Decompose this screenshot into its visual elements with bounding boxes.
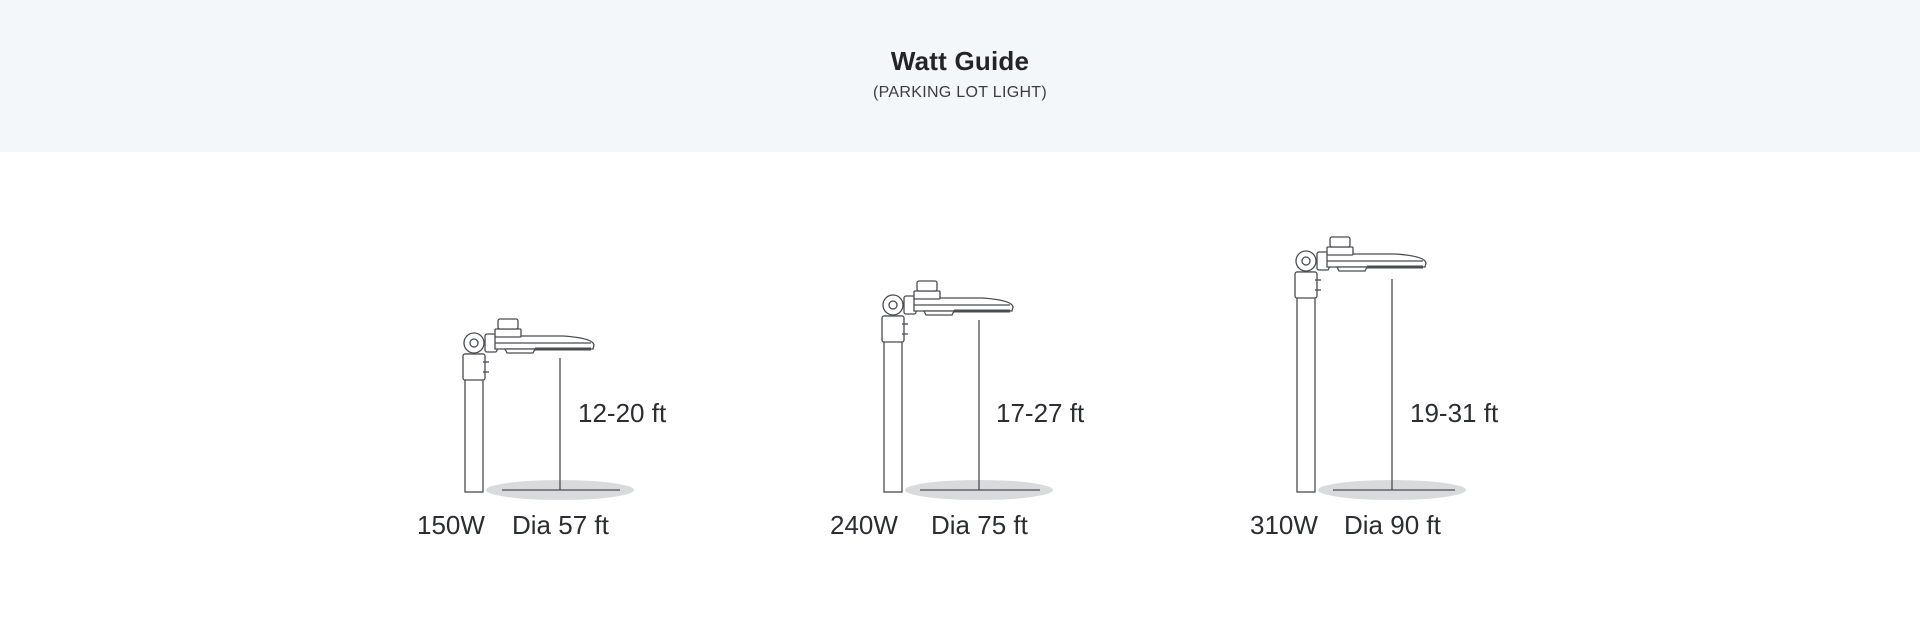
height-label: 17-27 ft [996,398,1085,428]
diameter-label: Dia 90 ft [1344,510,1442,540]
page-title: Watt Guide [890,46,1030,76]
watt-label: 240W [830,510,898,540]
diameter-label: Dia 57 ft [512,510,610,540]
light-unit-150w: 12-20 ft 150W Dia 57 ft [417,318,667,540]
light-unit-310w: 19-31 ft 310W Dia 90 ft [1250,236,1499,540]
watt-label: 150W [417,510,485,540]
watt-label: 310W [1250,510,1318,540]
height-label: 19-31 ft [1410,398,1499,428]
height-label: 12-20 ft [578,398,667,428]
street-light-icon [462,318,595,493]
diameter-label: Dia 75 ft [931,510,1029,540]
street-light-icon [881,280,1014,493]
header-band: Watt Guide (PARKING LOT LIGHT) [0,0,1920,152]
street-light-icon [1294,236,1427,493]
page-subtitle: (PARKING LOT LIGHT) [872,84,1048,101]
light-unit-240w: 17-27 ft 240W Dia 75 ft [830,280,1085,540]
